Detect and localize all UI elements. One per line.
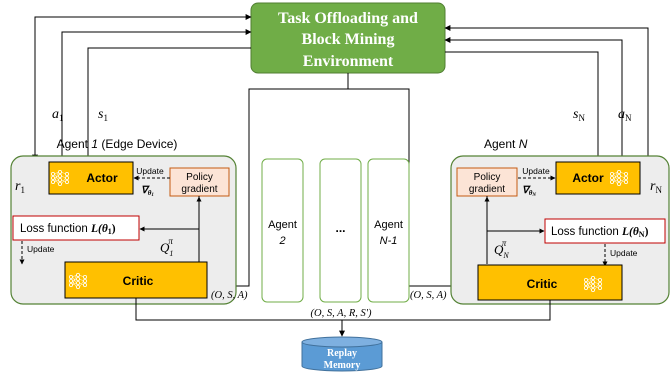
agent1-r-label: r1 [15,179,25,195]
agentN-update-actor-label: Update [522,166,550,176]
agentN-1-box [367,158,410,303]
agent1-actor-label: Actor [86,171,118,185]
agentN-policy-box [456,167,518,197]
agentN-actor-box [555,161,641,195]
agent1-policy-line1: Policy [186,172,213,183]
agent1-osa-label: (O, S, A) [211,290,248,301]
environment-line3: Environment [303,53,394,70]
agent-ellipsis: ... [335,221,345,235]
reward-line-agent1 [32,14,252,161]
agent1-grad-label: ∇θ1 [141,185,154,198]
agent2-label-line1: Agent [268,219,297,231]
critic1-to-replay-line [135,298,551,321]
agent1-title: Agent 1 (Edge Device) [57,137,178,151]
agentN-critic-label: Critic [527,277,558,291]
replay-line2: Memory [324,360,361,371]
agentN-a-label: aN [618,107,632,123]
agent1-update-critic-label: Update [27,244,55,254]
agent1-s-label: s1 [98,107,108,123]
environment-line2: Block Mining [302,31,395,48]
state-line-agentN [445,51,601,169]
agentN-q-label: QNπ [494,238,509,260]
agent2-box [261,158,304,303]
replay-memory-icon [301,336,383,372]
transition-label: (O, S, A, R, S') [311,308,372,319]
state-line-agent1 [85,47,251,169]
agent1-q-label: Q1π [160,236,173,258]
agentN-osa-label: (O, S, A) [410,290,447,301]
agentN-s-label: sN [573,107,585,123]
agent1-actor-box [48,161,134,195]
replay-line1: Replay [327,348,357,359]
agent1-update-actor-label: Update [136,166,164,176]
agentN-policy-line2: gradient [469,184,505,195]
agentN-1-label-line1: Agent [374,219,403,231]
agentN-policy-line1: Policy [474,172,501,183]
agent1-a-label: a1 [52,107,64,123]
agent2-label-line2: 2 [278,235,285,247]
agent1-critic-label: Critic [123,274,154,288]
agent1-critic-box [64,261,208,299]
agentN-1-label-line2: N-1 [380,235,398,247]
agentN-actor-label: Actor [572,171,604,185]
reward-line-agentN [444,25,651,215]
action-line-agent1 [61,29,252,160]
agentN-loss-label: Loss function L(θN) [551,226,649,239]
agentN-title: Agent N [484,137,528,151]
agent-ellipsis-box [319,158,362,303]
agentN-update-critic-label: Update [610,248,638,258]
environment-line1: Task Offloading and [278,10,418,27]
agent1-policy-line2: gradient [181,184,217,195]
agent1-loss-label: Loss function L(θ1) [20,223,116,236]
agent1-loss-box [12,215,140,241]
action-line-agentN [444,37,623,160]
agentN-critic-box [477,264,623,301]
agentN-loss-box [544,218,666,244]
agentN-r-label: rN [650,179,662,195]
